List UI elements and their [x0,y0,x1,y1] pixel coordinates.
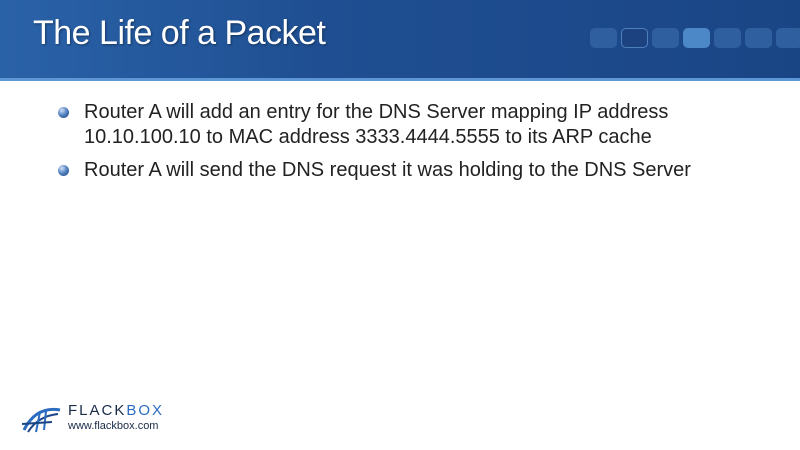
slide-nav-indicator [590,28,800,48]
nav-square [621,28,648,48]
bullet-icon [58,165,69,176]
nav-square [714,28,741,48]
slide-header: The Life of a Packet [0,0,800,81]
bullet-item: Router A will add an entry for the DNS S… [58,100,764,150]
logo-url: www.flackbox.com [68,420,159,432]
bullet-text: Router A will add an entry for the DNS S… [84,101,669,148]
nav-square [590,28,617,48]
slide-title: The Life of a Packet [33,14,326,52]
bullet-item: Router A will send the DNS request it wa… [58,158,764,183]
nav-square-active [683,28,710,48]
nav-square [652,28,679,48]
bullet-list: Router A will add an entry for the DNS S… [58,100,764,191]
bullet-icon [58,107,69,118]
logo-name: FLACKBOX [68,402,165,419]
bullet-text: Router A will send the DNS request it wa… [84,159,691,181]
nav-square [776,28,800,48]
nav-square [745,28,772,48]
flackbox-logo: FLACKBOX www.flackbox.com [22,402,164,434]
bridge-icon [22,407,61,433]
